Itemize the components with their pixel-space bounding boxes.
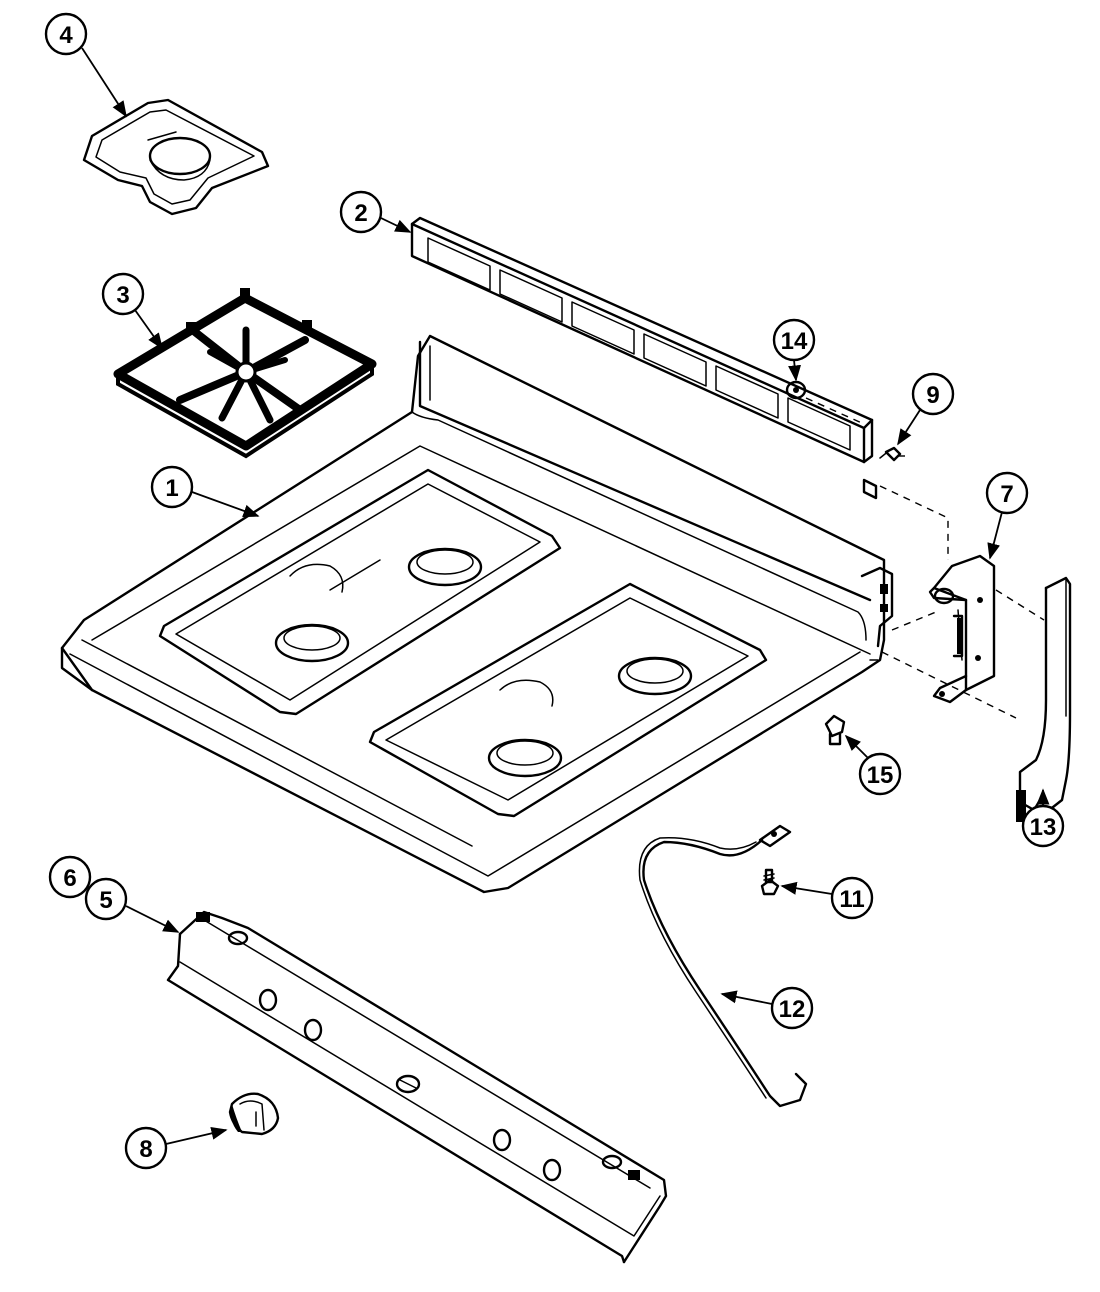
callout-9: 9 — [897, 372, 955, 446]
svg-text:11: 11 — [839, 886, 864, 913]
callout-8: 8 — [124, 1126, 228, 1170]
callout-7: 7 — [985, 471, 1029, 560]
part-side-trim — [1016, 576, 1072, 824]
alignment-lines — [805, 397, 1045, 719]
svg-text:7: 7 — [1000, 481, 1013, 508]
part-knob — [228, 1092, 280, 1136]
svg-text:9: 9 — [926, 382, 939, 409]
svg-text:1: 1 — [165, 475, 178, 502]
callout-3: 3 — [101, 272, 163, 350]
svg-text:4: 4 — [59, 22, 73, 49]
callout-1: 1 — [150, 465, 260, 518]
svg-text:14: 14 — [781, 328, 808, 355]
callout-14: 14 — [772, 318, 816, 382]
part-drip-pan — [82, 98, 270, 216]
svg-text:8: 8 — [139, 1136, 152, 1163]
part-vent-trim — [410, 216, 878, 500]
callout-6: 6 — [48, 855, 92, 899]
part-bracket — [928, 554, 996, 704]
part-screw-11 — [760, 868, 780, 896]
callout-15: 15 — [844, 734, 902, 796]
svg-text:5: 5 — [99, 887, 112, 914]
part-rod — [638, 824, 808, 1108]
part-control-panel — [166, 910, 668, 1264]
svg-text:12: 12 — [779, 996, 806, 1023]
callout-4: 4 — [44, 12, 127, 118]
part-clip — [785, 380, 807, 400]
svg-text:13: 13 — [1030, 814, 1057, 841]
callout-11: 11 — [780, 876, 874, 920]
svg-text:15: 15 — [867, 762, 894, 789]
part-cooktop — [60, 334, 894, 894]
callout-13: 13 — [1021, 788, 1065, 848]
callout-12: 12 — [720, 986, 814, 1030]
part-screw-9 — [879, 446, 902, 462]
callout-5: 5 — [84, 877, 180, 933]
callout-2: 2 — [339, 190, 412, 234]
svg-text:6: 6 — [63, 865, 76, 892]
svg-text:3: 3 — [116, 282, 129, 309]
svg-text:2: 2 — [354, 200, 367, 227]
part-screw-15 — [824, 714, 846, 746]
part-burner-grate — [113, 288, 377, 459]
